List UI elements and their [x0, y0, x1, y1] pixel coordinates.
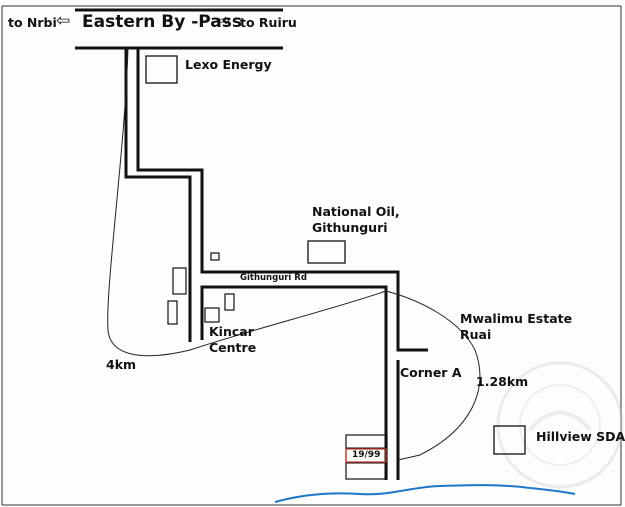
- arrow-right-icon: ⇨: [216, 11, 231, 31]
- githunguri-rd-label: Githunguri Rd: [240, 273, 307, 283]
- direction-left-label: to Nrbi: [8, 15, 57, 30]
- distance-4km-label: 4km: [106, 357, 137, 372]
- building-right-1: [224, 293, 235, 311]
- githunguri-rd-lower-edge: [200, 285, 388, 480]
- distance-1-28km-label: 1.28km: [476, 374, 529, 389]
- plot-number-label: 19/99: [352, 450, 381, 460]
- building-left-1: [172, 267, 187, 295]
- national-oil-building: [307, 240, 346, 264]
- kincar-label-line1: Kincar: [209, 324, 254, 339]
- lexo-energy-building: [145, 55, 178, 84]
- distance-loop-1-28km: [385, 290, 481, 461]
- hillview-sda-building: [493, 425, 526, 455]
- kincar-centre-building: [204, 307, 220, 323]
- plot-19-99-highlight: [345, 448, 387, 463]
- corner-a-label: Corner A: [400, 365, 462, 380]
- lexo-energy-label: Lexo Energy: [185, 57, 272, 72]
- kincar-label-line2: Centre: [209, 340, 257, 355]
- small-building: [210, 252, 220, 261]
- mwalimu-estate-label-line1: Mwalimu Estate: [460, 311, 573, 326]
- mwalimu-estate-label-line2: Ruai: [460, 327, 492, 342]
- national-oil-label-line2: Githunguri: [312, 220, 388, 235]
- building-left-2: [167, 300, 178, 325]
- access-road-right-edge: [136, 48, 428, 352]
- arrow-left-icon: ⇦: [56, 11, 71, 31]
- stamp-watermark: [496, 361, 624, 489]
- bypass-road-label: Eastern By -Pass: [82, 12, 242, 32]
- access-road-left-edge: [124, 48, 192, 342]
- river: [274, 484, 576, 503]
- distance-loop-4km: [107, 47, 387, 357]
- national-oil-label-line1: National Oil,: [312, 204, 400, 219]
- direction-right-label: to Ruiru: [240, 15, 297, 30]
- hillview-sda-label: Hillview SDA: [536, 429, 625, 444]
